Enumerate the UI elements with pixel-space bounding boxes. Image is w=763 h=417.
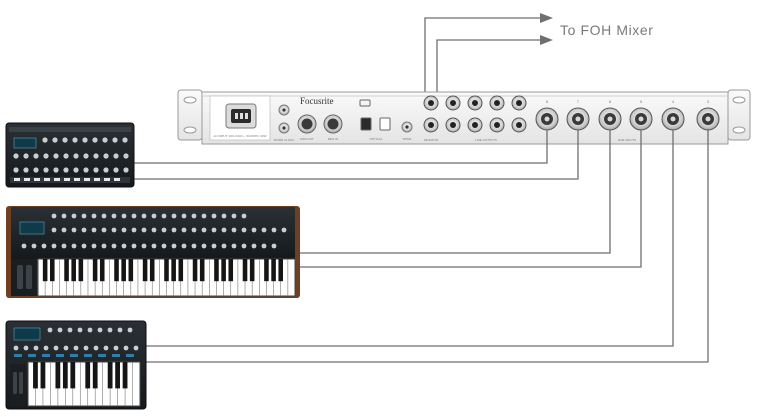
- input-cables: [134, 130, 709, 363]
- black-key: [249, 259, 255, 282]
- usb-icon: [359, 99, 371, 107]
- monitor-label: MONITOR: [424, 138, 439, 142]
- foh-cable-left: [424, 17, 540, 100]
- black-key: [242, 259, 248, 282]
- black-key: [221, 259, 226, 282]
- trs-jack-icon: [423, 117, 439, 133]
- black-key: [149, 259, 155, 282]
- channel-number: 7: [577, 99, 580, 104]
- black-key: [71, 259, 76, 282]
- combo-jack-icon: [535, 107, 559, 131]
- black-key: [62, 362, 68, 389]
- trs-jack-icon: [489, 95, 505, 111]
- black-key: [128, 259, 134, 282]
- black-key: [199, 259, 205, 282]
- combo-jack-icon: [696, 107, 720, 131]
- black-key: [178, 259, 184, 282]
- black-key: [78, 259, 84, 282]
- trs-jack-icon: [278, 104, 290, 134]
- cable-synth1-b: [134, 130, 579, 180]
- black-key: [107, 362, 113, 389]
- channel-number: 8: [546, 99, 549, 104]
- black-key: [142, 259, 148, 282]
- combo-jack-icon: [566, 107, 590, 131]
- trs-jack-icon: [423, 95, 439, 111]
- combo-jack-icon: [661, 107, 685, 131]
- synth-small-keyboard: [5, 320, 147, 410]
- keybed: [27, 361, 141, 407]
- black-key: [214, 259, 219, 282]
- trs-jack-icon: [467, 95, 483, 111]
- trs-jack-icon: [401, 121, 413, 133]
- black-key: [85, 362, 91, 389]
- black-key: [115, 362, 120, 389]
- black-key: [42, 259, 48, 282]
- brand-logo: Focusrite: [300, 96, 334, 106]
- cable-synth1-a: [134, 130, 548, 164]
- synth-desktop-module: [5, 122, 135, 188]
- optical-port-icon: [360, 117, 391, 131]
- combo-jack-icon: [598, 107, 622, 131]
- trs-jack-icon: [489, 117, 505, 133]
- black-key: [122, 362, 128, 389]
- optical-label: OPTICAL: [370, 137, 383, 141]
- arrow-right-icon: [540, 13, 553, 45]
- channel-numbers: 8 7 6 5 4 3: [546, 99, 710, 104]
- black-key: [92, 362, 98, 389]
- trs-jack-icon: [445, 95, 461, 111]
- trs-jack-icon: [445, 117, 461, 133]
- foh-label: To FOH Mixer: [560, 22, 654, 38]
- synth-large-keyboard: [6, 206, 300, 298]
- black-key: [40, 362, 46, 389]
- black-key: [121, 259, 126, 282]
- midi-out-label: MIDI OUT: [300, 137, 314, 141]
- black-key: [99, 259, 105, 282]
- black-key: [164, 259, 169, 282]
- black-key: [171, 259, 176, 282]
- black-key: [264, 259, 269, 282]
- trs-jack-icon: [511, 95, 527, 111]
- black-key: [33, 362, 38, 389]
- midi-in-label: MIDI IN: [328, 137, 338, 141]
- channel-number: 6: [609, 99, 612, 104]
- line-outputs-label: LINE OUTPUTS: [475, 138, 497, 142]
- cable-synth2-a: [299, 130, 611, 254]
- channel-number: 4: [672, 99, 675, 104]
- black-key: [49, 259, 55, 282]
- black-key: [70, 362, 76, 389]
- black-key: [55, 362, 61, 389]
- black-key: [92, 259, 98, 282]
- power-socket-icon: [225, 103, 257, 129]
- cable-synth3-b: [146, 130, 709, 363]
- word-clock-label: WORD CLOCK: [274, 138, 295, 142]
- spdif-label: SPDIF: [403, 137, 412, 141]
- black-key: [271, 259, 276, 282]
- channel-number: 5: [640, 99, 643, 104]
- trs-jack-icon: [467, 117, 483, 133]
- trs-jack-icon: [511, 117, 527, 133]
- cable-synth3-a: [146, 130, 674, 347]
- combo-jack-icon: [629, 107, 653, 131]
- output-jacks: [423, 95, 527, 133]
- midi-din-icon: [297, 114, 343, 134]
- black-key: [114, 259, 119, 282]
- channel-number: 3: [707, 99, 710, 104]
- black-key: [192, 259, 198, 282]
- black-key: [278, 259, 284, 282]
- line-inputs-label: LINE INPUTS: [618, 138, 637, 142]
- cable-synth2-b: [299, 130, 642, 268]
- black-key: [64, 259, 69, 282]
- black-key: [228, 259, 234, 282]
- power-label: AC INPUT 100-240V~ 50/60Hz 40W: [213, 134, 266, 138]
- audio-interface-rear-panel: AC INPUT 100-240V~ 50/60Hz 40W WORD CLOC…: [177, 89, 751, 145]
